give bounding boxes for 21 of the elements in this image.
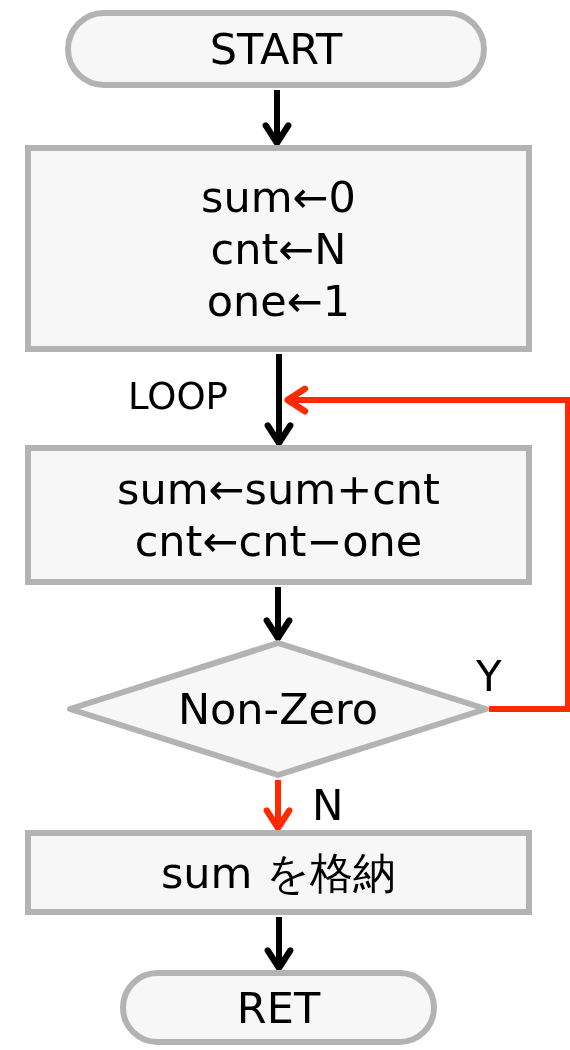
step-text: one←1 [206,274,351,327]
terminal-text: RET [236,981,321,1034]
process-box [25,145,532,352]
arrow [264,917,294,972]
step-text: cnt←cnt−one [134,515,423,567]
step-text: cnt←N [210,222,347,275]
process-box [25,830,532,915]
arrow [264,354,294,447]
process-box [25,445,532,585]
step-text: sum←0 [201,170,356,223]
edge-label: Y [476,656,502,698]
arrow [262,90,292,147]
arrow [284,385,570,712]
step-text: sum←sum+cnt [117,463,440,515]
loop-label: LOOP [128,378,228,415]
arrow [263,780,293,832]
edge-label: N [312,785,344,827]
terminal-text: START [209,23,343,75]
arrow [263,587,293,642]
step-text: sum を格納 [160,846,397,899]
condition-text: Non-Zero [177,683,379,735]
